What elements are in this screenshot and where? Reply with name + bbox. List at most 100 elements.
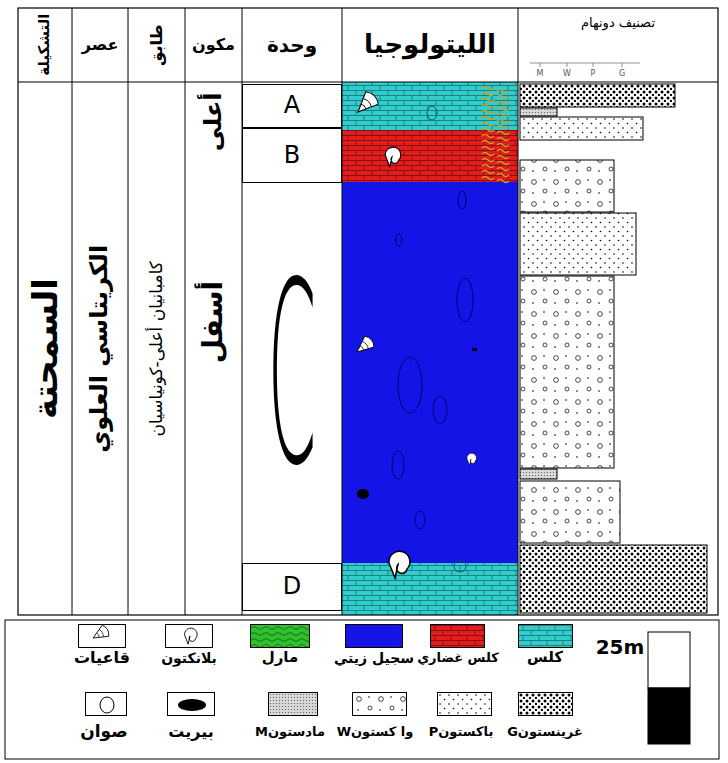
legend-sample xyxy=(438,693,492,716)
chert-nodule xyxy=(415,511,425,529)
member-cell: أعلى xyxy=(185,82,242,162)
plankton-symbol xyxy=(389,551,410,578)
stylolite-mark xyxy=(497,108,509,111)
legend-symbol xyxy=(268,692,318,716)
stylolite-mark xyxy=(482,93,494,96)
texture-bar xyxy=(520,117,643,140)
header-cell: مكون xyxy=(185,8,242,82)
lithology-pattern xyxy=(342,130,518,182)
header-divider xyxy=(18,82,718,83)
legend-frame xyxy=(5,620,719,759)
legend-text: مارل xyxy=(262,649,299,666)
legend-symbol xyxy=(85,692,127,716)
scale-letter: M xyxy=(537,69,544,78)
stylolite-mark xyxy=(482,117,494,120)
legend-sample xyxy=(166,625,213,648)
stage-cell: كامبانيان أعلى-كونياسيان xyxy=(128,82,185,615)
stylolite-mark xyxy=(497,168,509,171)
stylolite-mark xyxy=(482,171,494,174)
pyrite-grain xyxy=(357,489,369,499)
scale-letter: W xyxy=(563,69,571,78)
stylolite-mark xyxy=(497,102,509,105)
node-text: مكون xyxy=(192,36,235,54)
unit-box: C xyxy=(242,183,342,563)
stylolite-mark xyxy=(497,144,509,147)
stylolite-mark xyxy=(497,90,509,93)
benthic-symbol xyxy=(352,89,381,118)
stylolite-mark xyxy=(497,114,509,117)
pyrite-grain xyxy=(472,348,477,351)
chert-nodule xyxy=(457,278,473,322)
chert-nodule xyxy=(454,560,466,572)
legend-text: Pباكستون xyxy=(429,725,494,740)
legend-sample xyxy=(86,693,127,716)
lithology-band xyxy=(342,182,518,563)
texture-bar xyxy=(520,276,614,468)
legend-text: بلانكتون xyxy=(161,650,217,666)
stylolite-mark xyxy=(497,156,509,159)
chert-nodule xyxy=(392,451,404,479)
stylolite-mark xyxy=(482,105,494,108)
plankton-symbol xyxy=(385,147,400,167)
node-text: الكريتاسي العلوي xyxy=(86,245,114,453)
node-text: D xyxy=(283,573,301,601)
legend-text: Gغرينستون xyxy=(507,725,583,740)
legend-swatch xyxy=(250,624,310,648)
scale-length: 25m xyxy=(596,636,645,659)
legend-text: قاعيات xyxy=(74,649,130,667)
legend-symbol xyxy=(78,624,126,648)
lithology-band xyxy=(342,563,518,615)
legend-text: كلس غضاري xyxy=(417,651,499,666)
scale-bar xyxy=(648,632,690,688)
texture-bar xyxy=(520,481,620,543)
node-text: السمحتة xyxy=(25,278,64,419)
texture-bar xyxy=(520,108,557,116)
stylolite-mark xyxy=(497,120,509,123)
node-text: وحدة xyxy=(267,34,317,57)
legend-symbol xyxy=(352,692,407,716)
legend-swatch xyxy=(518,624,573,648)
legend-sample xyxy=(431,625,485,648)
node-text: أعلى xyxy=(200,93,228,152)
texture-bar xyxy=(520,213,636,275)
column-divider xyxy=(185,8,186,615)
legend-symbol xyxy=(167,692,215,716)
legend-sample xyxy=(79,625,126,648)
stylolite-mark xyxy=(497,162,509,165)
plankton-symbol xyxy=(467,453,477,465)
texture-bar xyxy=(520,545,707,613)
legend-sample xyxy=(519,693,573,716)
unit-box: B xyxy=(242,128,342,183)
legend-text: سجيل زيتي xyxy=(334,650,414,666)
lithology-band xyxy=(342,82,518,130)
stylolite-mark xyxy=(482,177,494,180)
chert-nodule xyxy=(433,396,447,424)
scale-tick xyxy=(567,63,568,67)
stylolite-mark xyxy=(497,96,509,99)
node-text: A xyxy=(284,92,300,120)
legend-text: Mمادستون xyxy=(255,725,325,740)
stylolite-mark xyxy=(497,174,509,177)
node-text: أسفل xyxy=(197,281,229,363)
legend-text: Wوا كستون xyxy=(337,725,414,740)
column-divider xyxy=(128,8,129,615)
age-cell: الكريتاسي العلوي xyxy=(72,82,128,615)
node-text: طابق xyxy=(147,24,165,66)
chert-nodule xyxy=(396,234,402,246)
header-cell: وحدة xyxy=(242,8,342,82)
stylolite-mark xyxy=(482,147,494,150)
header-cell: تصنيف دونهام xyxy=(518,8,718,58)
legend-sample xyxy=(269,693,318,716)
legend-symbol xyxy=(165,624,213,648)
unit-box: A xyxy=(242,84,342,128)
legend-sample xyxy=(353,693,407,716)
scale-axis xyxy=(530,63,640,64)
scale-tick xyxy=(622,63,623,67)
stylolite-mark xyxy=(482,153,494,156)
legend-sample xyxy=(251,625,310,648)
chert-nodule xyxy=(398,357,422,413)
stylolite-mark xyxy=(482,123,494,126)
stylolite-mark xyxy=(497,132,509,135)
stylolite-mark xyxy=(482,141,494,144)
node-text: كامبانيان أعلى-كونياسيان xyxy=(147,261,167,436)
